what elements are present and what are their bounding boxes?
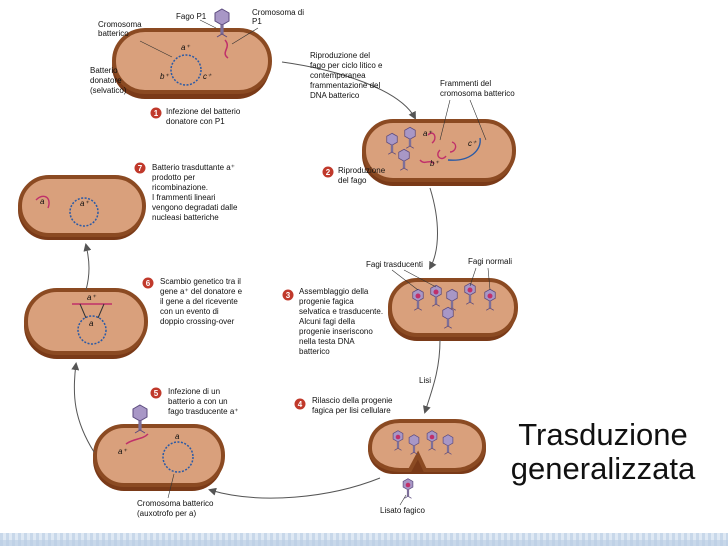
stage1-gene-a: a⁺ [181,43,190,52]
stage2-fragments [419,132,457,165]
svg-text:5: 5 [154,389,159,398]
svg-text:7: 7 [138,164,143,173]
stage4-caption: Rilascio della progenie fagica per lisi … [312,396,395,415]
stage7-gene-aplus: a⁺ [80,199,89,208]
stage7-cell [18,175,146,240]
stage1-gene-b: b⁺ [160,72,169,81]
stage1-gene-c: c⁺ [203,72,212,81]
arrow-2-to-3 [429,187,438,270]
label-fago-p1: Fago P1 [176,12,207,21]
stage3-caption: Assemblaggio della progenie fagica selva… [299,287,385,356]
svg-text:1: 1 [154,109,159,118]
stage2-gene-a: a⁺ [423,129,432,138]
step-badge-3: 3 [282,289,294,301]
stage1-cell [112,28,272,99]
stage5-caption: Infezione di un batterio a con un fago t… [168,387,239,416]
step-badge-1: 1 [150,107,162,119]
stage2-arc-fragment [447,137,481,161]
stage6-cell [24,288,148,359]
stage5-gene-a: a [175,432,180,441]
stage7-caption: Batterio trasduttante a⁺ prodotto per ri… [152,163,240,222]
svg-text:2: 2 [326,168,331,177]
stage4-cell [367,419,487,474]
stage1-phage-dna [224,39,229,59]
step-badge-4: 4 [294,398,306,410]
step-badge-7: 7 [134,162,146,174]
stage2-top-label: Frammenti del cromosoma batterico [440,79,515,98]
stage2-gene-b: b⁺ [430,159,439,168]
stage1-caption: Infezione del batterio donatore con P1 [166,107,243,126]
stage4-phages [392,430,454,499]
stage5-injected-dna [125,433,149,445]
arrow-1-to-2 [281,61,416,120]
stage6-caption: Scambio genetico tra il gene a⁺ del dona… [160,277,244,326]
step-badge-6: 6 [142,277,154,289]
slide-background [555,0,728,533]
slide-title-line1: Trasduzione [518,417,688,452]
label-fagi-trasducenti: Fagi trasducenti [366,260,423,269]
label-batterio-donatore: Batterio donatore (selvatico) [90,66,127,95]
svg-text:6: 6 [146,279,151,288]
step-badge-2: 2 [322,166,334,178]
stage5-gene-aplus: a⁺ [118,447,127,456]
stage5-cell [93,424,225,491]
slide-title-line2: generalizzata [510,451,696,486]
stage5-bottom-label: Cromosoma batterico (auxotrofo per a) [137,499,216,518]
label-lisato-fagico: Lisato fagico [380,506,425,515]
svg-text:3: 3 [286,291,291,300]
arrow1-text: Riproduzione del fago per ciclo litico e… [310,51,385,100]
stage3-phages [412,282,496,329]
stage6-gene-aplus: a⁺ [87,293,96,302]
arrow-5-to-6 [71,362,95,453]
arrow-6-to-7 [83,243,92,291]
svg-text:4: 4 [298,400,303,409]
arrow-4-to-5 [208,477,381,499]
stage2-gene-c: c⁺ [468,139,477,148]
stage7-gene-a: a [40,197,45,206]
bottom-stripe-shade [0,540,728,546]
step-badge-5: 5 [150,387,162,399]
slide-title: Trasduzione generalizzata [478,418,728,486]
label-lisi: Lisi [419,376,431,385]
stage6-gene-a: a [89,319,94,328]
arrow-3-to-4 [423,339,441,414]
stage2-caption: Riproduzione del fago [338,166,387,185]
label-fagi-normali: Fagi normali [468,257,512,266]
